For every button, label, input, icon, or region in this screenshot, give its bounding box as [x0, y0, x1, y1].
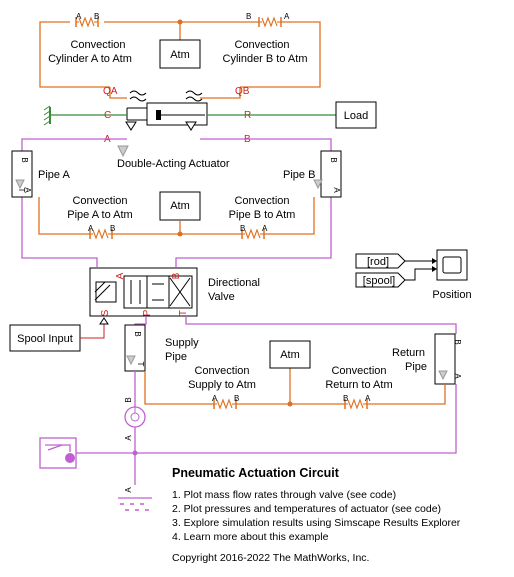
- note-item-plot-flow[interactable]: 1. Plot mass flow rates through valve (s…: [172, 489, 397, 501]
- port-a-label: A: [76, 12, 82, 21]
- convection-pipe-a-block[interactable]: A B Convection Pipe A to Atm: [67, 195, 133, 240]
- annotation-notes: Pneumatic Actuation Circuit 1. Plot mass…: [172, 466, 512, 544]
- ref-port-a: A: [124, 487, 133, 493]
- spool-input-block[interactable]: Spool Input: [9, 324, 81, 352]
- pipe-a-port-b: B: [20, 157, 29, 162]
- mechanical-wires: [43, 105, 336, 126]
- copyright-text: Copyright 2016-2022 The MathWorks, Inc.: [172, 552, 370, 564]
- scope-label: Position: [432, 289, 471, 301]
- top-thermal-wires: [39, 19, 321, 99]
- port-a-label: A: [284, 12, 290, 21]
- convection-supply-block[interactable]: A B Convection Supply to Atm: [188, 365, 256, 410]
- port-a-label: A: [88, 224, 94, 233]
- valve-port-b: B: [171, 272, 182, 279]
- port-a-label: A: [365, 394, 371, 403]
- position-scope-block[interactable]: Position: [432, 249, 472, 301]
- pipe-b-port-b: B: [329, 157, 338, 162]
- atm-label: Atm: [170, 200, 190, 212]
- pipe-a-port-a: A: [23, 187, 32, 193]
- conv-pipe-b-label-2: Pipe B to Atm: [229, 209, 296, 221]
- conv-pipe-a-label-1: Convection: [72, 195, 127, 207]
- valve-port-p: P: [142, 309, 153, 316]
- port-b-label: B: [94, 12, 99, 21]
- conv-supply-label-2: Supply to Atm: [188, 379, 256, 391]
- notes-title: Pneumatic Actuation Circuit: [172, 466, 339, 480]
- supply-pipe-label-1: Supply: [165, 337, 199, 349]
- conv-return-label-2: Return to Atm: [325, 379, 392, 391]
- supply-port-b: B: [133, 331, 142, 336]
- pipe-b-port-a: A: [332, 187, 341, 193]
- pipe-a-block[interactable]: B A T Pipe A: [11, 150, 70, 198]
- directional-valve-block[interactable]: A B S P T Directional Valve: [89, 267, 260, 317]
- spool-signal-wire: [80, 324, 105, 339]
- conv-return-label-1: Convection: [331, 365, 386, 377]
- port-b-label: B: [246, 12, 251, 21]
- port-qb-label: QB: [235, 86, 250, 97]
- convection-cylinder-a-block[interactable]: A B Convection Cylinder A to Atm: [48, 12, 132, 65]
- port-b-label: B: [110, 224, 115, 233]
- atm-label: Atm: [280, 349, 300, 361]
- conv-pipe-a-label-2: Pipe A to Atm: [67, 209, 132, 221]
- pipe-b-block[interactable]: B A Pipe B: [283, 150, 342, 198]
- port-a-label: A: [262, 224, 268, 233]
- port-b-label: B: [343, 394, 348, 403]
- spool-input-label: Spool Input: [17, 333, 73, 345]
- return-port-a: A: [453, 373, 462, 379]
- source-port-b: B: [124, 397, 133, 402]
- valve-port-a: A: [115, 272, 126, 279]
- note-item-learn-more[interactable]: 4. Learn more about this example: [172, 531, 329, 543]
- pipe-thermal-wires: [38, 197, 315, 237]
- port-a-label: A: [212, 394, 218, 403]
- return-pipe-block[interactable]: B A Return Pipe: [392, 333, 462, 385]
- return-pipe-label-1: Return: [392, 347, 425, 359]
- convection-return-block[interactable]: B A Convection Return to Atm: [325, 365, 393, 410]
- convection-pipe-b-block[interactable]: B A Convection Pipe B to Atm: [229, 195, 296, 240]
- supply-pipe-label-2: Pipe: [165, 351, 187, 363]
- convection-cylinder-b-block[interactable]: B A Convection Cylinder B to Atm: [223, 12, 308, 65]
- spool-tag-label: [spool]: [363, 275, 395, 287]
- return-port-b: B: [453, 339, 462, 344]
- conv-cyl-a-label-1: Convection: [70, 39, 125, 51]
- source-port-a: A: [124, 435, 133, 441]
- actuator-port-arrow: [117, 145, 129, 158]
- port-b-label: B: [234, 394, 239, 403]
- bottom-thermal-wires: [144, 368, 446, 407]
- load-block[interactable]: Load: [335, 101, 377, 129]
- spool-input-arrow: [99, 317, 109, 325]
- return-pipe-label-2: Pipe: [405, 361, 427, 373]
- rod-goto-tag[interactable]: [rod]: [355, 253, 406, 269]
- actuator-label: Double-Acting Actuator: [117, 158, 230, 170]
- note-item-plot-pressures[interactable]: 2. Plot pressures and temperatures of ac…: [172, 503, 442, 515]
- port-b-label: B: [240, 224, 245, 233]
- atm-block-top[interactable]: Atm: [159, 39, 201, 69]
- port-qa-label: QA: [103, 86, 118, 97]
- pipe-b-label: Pipe B: [283, 169, 315, 181]
- note-item-results-explorer[interactable]: 3. Explore simulation results using Sims…: [172, 517, 461, 529]
- supply-pipe-block[interactable]: B T Supply Pipe: [124, 324, 199, 372]
- atm-block-middle[interactable]: Atm: [159, 191, 201, 221]
- conv-cyl-b-label-2: Cylinder B to Atm: [223, 53, 308, 65]
- rod-tag-label: [rod]: [367, 256, 389, 268]
- load-label: Load: [344, 110, 368, 122]
- pipe-a-label: Pipe A: [38, 169, 70, 181]
- pipe-gas-wires-top: [21, 138, 332, 267]
- conv-cyl-b-label-1: Convection: [234, 39, 289, 51]
- conv-cyl-a-label-2: Cylinder A to Atm: [48, 53, 132, 65]
- valve-port-t: T: [178, 310, 189, 316]
- pipe-a-port-t: T: [17, 188, 26, 193]
- conv-supply-label-1: Convection: [194, 365, 249, 377]
- atm-block-bottom[interactable]: Atm: [269, 340, 311, 369]
- conv-pipe-b-label-1: Convection: [234, 195, 289, 207]
- supply-port-t: T: [136, 362, 145, 367]
- return-gas-wire: [135, 384, 457, 454]
- supply-source-assembly[interactable]: A B A: [39, 371, 152, 511]
- spool-goto-tag[interactable]: [spool]: [355, 272, 406, 288]
- atm-label: Atm: [170, 49, 190, 61]
- valve-gas-wires-bottom: [134, 316, 457, 334]
- signal-wires: [405, 258, 437, 281]
- valve-label-2: Valve: [208, 291, 235, 303]
- valve-label-1: Directional: [208, 277, 260, 289]
- valve-port-s: S: [100, 309, 111, 316]
